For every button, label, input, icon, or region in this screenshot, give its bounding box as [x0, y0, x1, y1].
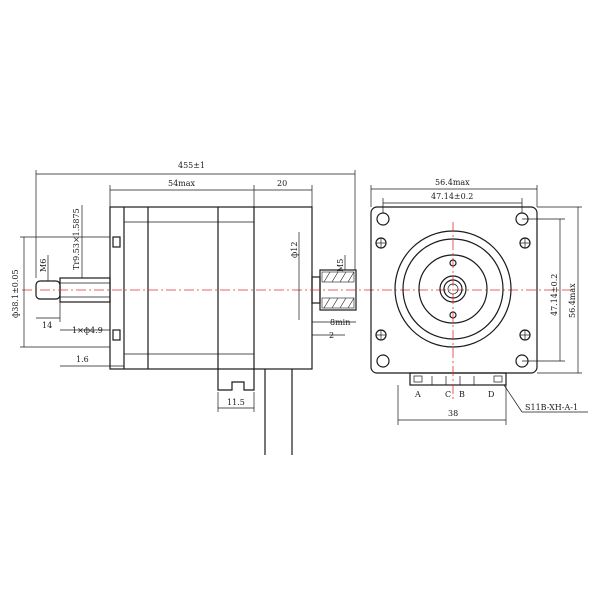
dim-pilot-diameter: ф38.1±0.05	[11, 269, 20, 318]
dim-body-length: 54max	[168, 179, 196, 188]
motor-body	[109, 206, 313, 370]
dim-hole-spacing-v: 47.14±0.2	[550, 274, 559, 316]
front-dimensions: 56.4max 47.14±0.2 47.14±0.2 56.4max 38 S…	[370, 178, 588, 425]
dim-min-depth: 8min	[330, 318, 350, 327]
dim-rear-thread: M5	[336, 259, 345, 272]
pin-label-a: A	[414, 390, 421, 399]
dim-connector-width: 38	[448, 409, 458, 418]
side-dimensions: 455±1 54max 20 ф38.1±0.05 M6 Tr9.53×1.58…	[11, 161, 356, 412]
pin-label-b: B	[459, 390, 465, 399]
side-view	[22, 206, 575, 455]
dim-front-height: 56.4max	[568, 283, 577, 318]
dim-flat-diameter: 1×ф4.9	[72, 326, 103, 335]
connector-part-number: S11B-XH-A-1	[525, 403, 578, 412]
dim-rear-shaft-diameter: ф12	[290, 242, 299, 258]
dim-overall-length: 455±1	[178, 161, 205, 170]
dim-front-width: 56.4max	[435, 178, 470, 187]
dim-cable-offset: 11.5	[227, 398, 245, 407]
pin-label-d: D	[488, 390, 494, 399]
dim-flange-thickness: 1.6	[76, 355, 89, 364]
dim-rear-offset: 2	[329, 331, 334, 340]
dim-lead-screw: Tr9.53×1.5875	[72, 208, 81, 270]
front-view: A C B D	[370, 206, 538, 400]
pin-label-c: C	[445, 390, 451, 399]
dim-hole-spacing-h: 47.14±0.2	[431, 192, 473, 201]
dim-shaft-length: 20	[277, 179, 287, 188]
dim-thread-length: 14	[42, 321, 52, 330]
dim-thread-size: M6	[39, 259, 48, 272]
connector	[409, 372, 507, 386]
